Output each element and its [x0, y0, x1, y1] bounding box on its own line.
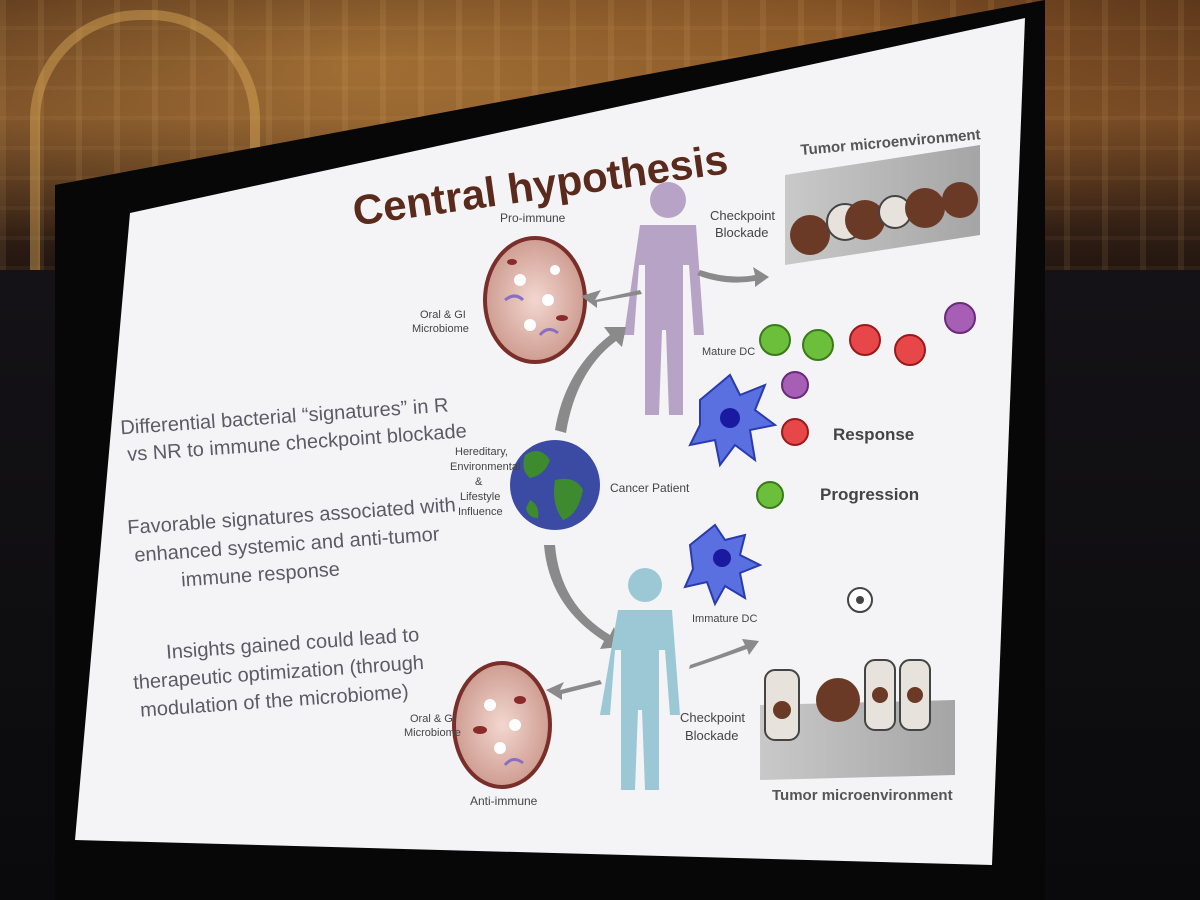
earth-globe	[510, 440, 600, 530]
label-oral-gi-bottom-1: Oral & GI	[410, 713, 456, 725]
label-oral-gi-top-2: Microbiome	[412, 323, 469, 335]
label-oral-gi-top-1: Oral & GI	[420, 309, 466, 321]
label-tme-bottom: Tumor microenvironment	[772, 787, 953, 804]
label-checkpoint-top-1: Checkpoint	[710, 208, 775, 223]
label-checkpoint-bottom-1: Checkpoint	[680, 710, 745, 725]
label-oral-gi-bottom-2: Microbiome	[404, 727, 461, 739]
influence-line-2: Environmental	[450, 461, 520, 473]
patient-figure-pro	[624, 182, 704, 415]
label-cancer-patient: Cancer Patient	[610, 481, 690, 495]
label-progression: Progression	[820, 485, 919, 504]
microbiome-anti-immune	[452, 661, 552, 789]
flow-arrows	[544, 267, 769, 700]
mature-dendritic-cell	[688, 371, 809, 509]
label-checkpoint-top-2: Blockade	[715, 225, 768, 240]
influence-line-4: Lifestyle	[460, 491, 500, 503]
label-mature-dc: Mature DC	[702, 346, 755, 358]
influence-label: Hereditary, Environmental & Lifestyle In…	[450, 446, 520, 518]
t-cells-top	[759, 302, 976, 366]
label-pro-immune: Pro-immune	[500, 211, 566, 225]
label-checkpoint-bottom-2: Blockade	[685, 728, 738, 743]
tumor-microenvironment-top	[785, 145, 980, 265]
label-response: Response	[833, 425, 914, 444]
microbiome-pro-immune	[483, 236, 587, 364]
tumor-microenvironment-bottom	[760, 587, 955, 780]
influence-line-5: Influence	[458, 506, 503, 518]
ornate-arch	[30, 10, 260, 280]
patient-figure-anti	[600, 568, 680, 790]
immature-dendritic-cell	[683, 523, 763, 607]
label-immature-dc: Immature DC	[692, 613, 757, 625]
influence-line-3: &	[475, 476, 483, 488]
influence-line-1: Hereditary,	[455, 446, 508, 458]
label-anti-immune: Anti-immune	[470, 794, 538, 808]
